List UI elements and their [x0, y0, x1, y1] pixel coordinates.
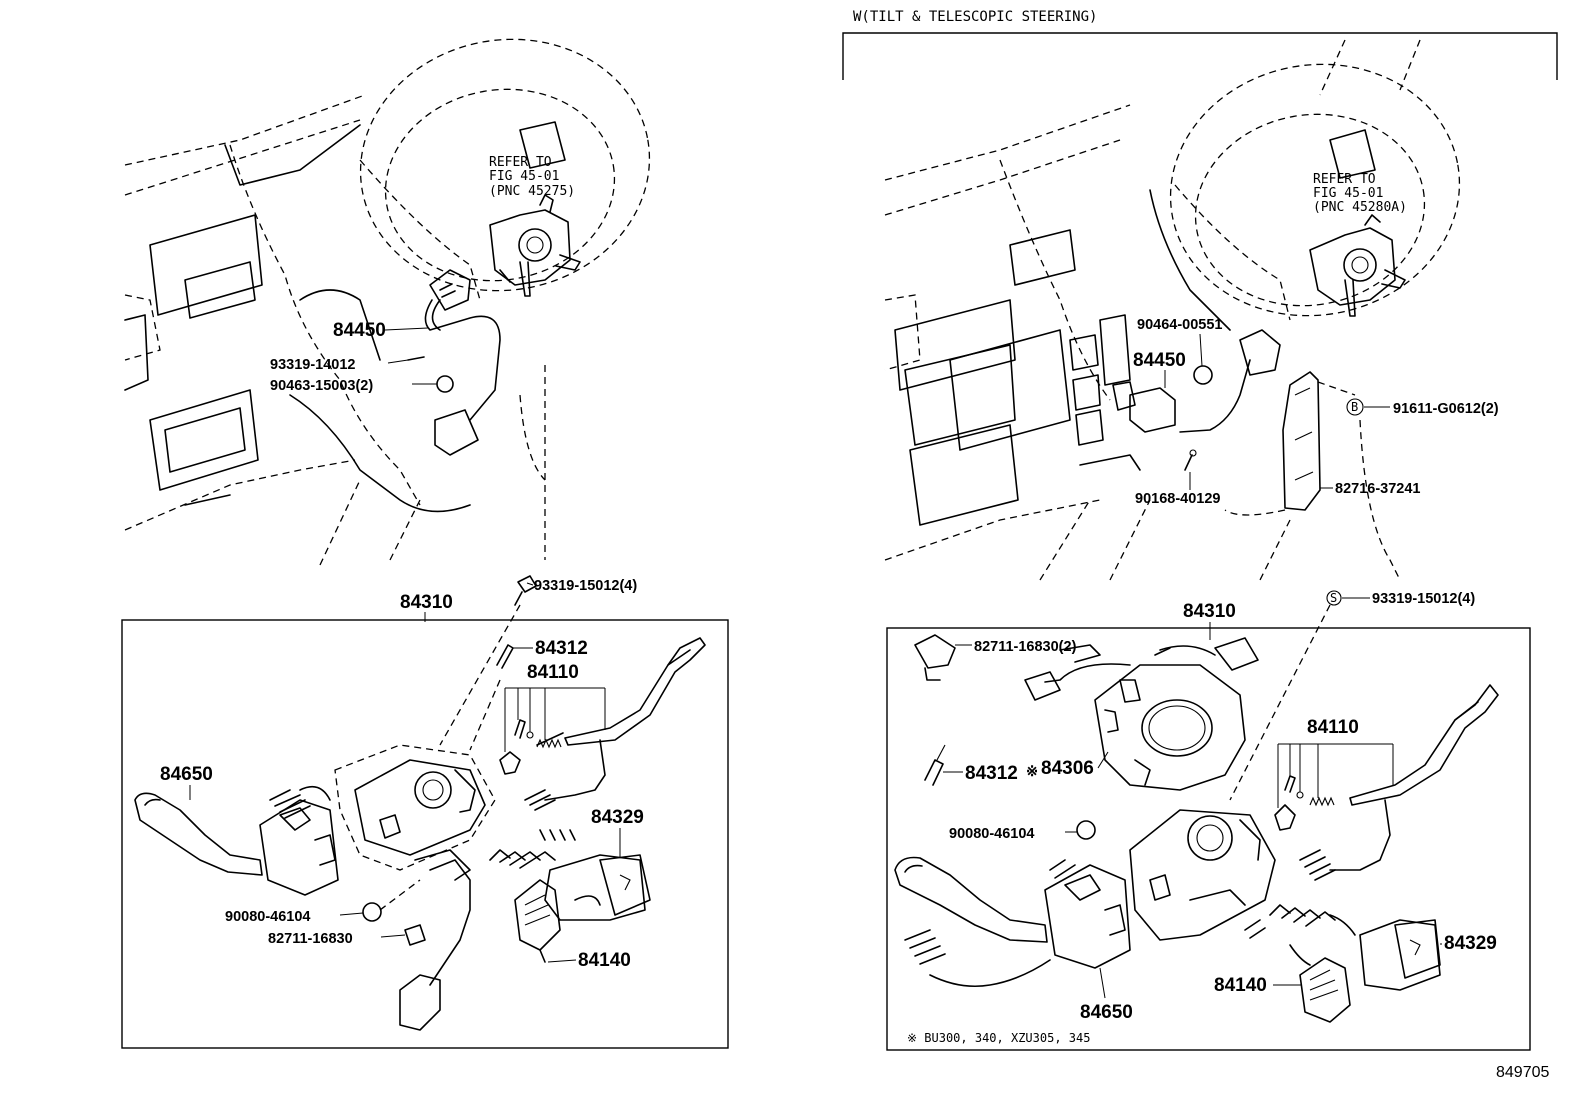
- left-parts-frame: [121, 619, 729, 1049]
- left-dashboard-illustration: [124, 38, 651, 566]
- right-label-bracket: 82716-37241: [1335, 481, 1420, 497]
- refer-line-1: REFER TO: [1313, 172, 1376, 187]
- right-switch-illustration: [894, 604, 1499, 1023]
- left-label-clamp-b: 82711-16830: [268, 931, 353, 947]
- left-label-lever-kit: 84110: [527, 662, 579, 683]
- right-label-clamp: 90464-00551: [1137, 317, 1222, 333]
- left-refer-note: REFER TO FIG 45-01 (PNC 45275): [489, 155, 575, 199]
- right-label-pin: 84312: [965, 763, 1018, 784]
- right-refer-note: REFER TO FIG 45-01 (PNC 45280A): [1313, 172, 1407, 215]
- left-switch-illustration: [134, 575, 706, 1031]
- figure-code: 849705: [1496, 1064, 1549, 1081]
- left-label-clamp-a: 90080-46104: [225, 909, 310, 925]
- right-label-bolt: 93319-15012(4): [1372, 591, 1475, 607]
- refer-line-3: (PNC 45280A): [1313, 200, 1407, 215]
- right-parts-frame: [886, 627, 1531, 1051]
- right-label-spiral-mark: ※: [1026, 764, 1038, 780]
- right-label-lever-kit: 84110: [1307, 717, 1359, 738]
- mark-b: B: [1351, 400, 1358, 414]
- right-label-spiral: 84306: [1041, 758, 1094, 779]
- right-label-clip: 82711-16830(2): [974, 639, 1077, 655]
- left-label-bolt: 93319-15012(4): [534, 578, 637, 594]
- right-label-switch-assy: 84310: [1183, 601, 1236, 622]
- refer-line-1: REFER TO: [489, 155, 552, 170]
- left-label-switch-assy: 84310: [400, 592, 453, 613]
- right-label-screw: 90168-40129: [1135, 491, 1220, 507]
- right-header-bracket: [842, 32, 1558, 80]
- left-label-clamp: 90463-15003(2): [270, 378, 373, 394]
- right-header: W(TILT & TELESCOPIC STEERING): [853, 9, 1097, 25]
- left-label-hazard: 84140: [578, 950, 631, 971]
- right-label-clamp: 90080-46104: [949, 826, 1034, 842]
- refer-line-3: (PNC 45275): [489, 184, 575, 199]
- mark-s: S: [1330, 591, 1337, 605]
- left-label-pin: 84312: [535, 638, 588, 659]
- right-label-harness: 84450: [1133, 350, 1186, 371]
- right-footnote: ※ BU300, 340, XZU305, 345: [907, 1031, 1090, 1045]
- refer-line-2: FIG 45-01: [489, 169, 559, 184]
- right-label-relay: 84329: [1444, 933, 1497, 954]
- refer-line-2: FIG 45-01: [1313, 186, 1383, 201]
- left-label-relay: 84329: [591, 807, 644, 828]
- left-label-wiper-switch: 84650: [160, 764, 213, 785]
- right-label-wiper-switch: 84650: [1080, 1002, 1133, 1023]
- mark-b-circle: [1346, 398, 1364, 416]
- left-label-harness: 84450: [333, 320, 386, 341]
- right-label-hazard: 84140: [1214, 975, 1267, 996]
- right-label-bolt-b: 91611-G0612(2): [1393, 401, 1499, 417]
- right-dashboard-illustration: [884, 39, 1461, 606]
- mark-s-circle: [1326, 590, 1342, 606]
- left-label-screw: 93319-14012: [270, 357, 355, 373]
